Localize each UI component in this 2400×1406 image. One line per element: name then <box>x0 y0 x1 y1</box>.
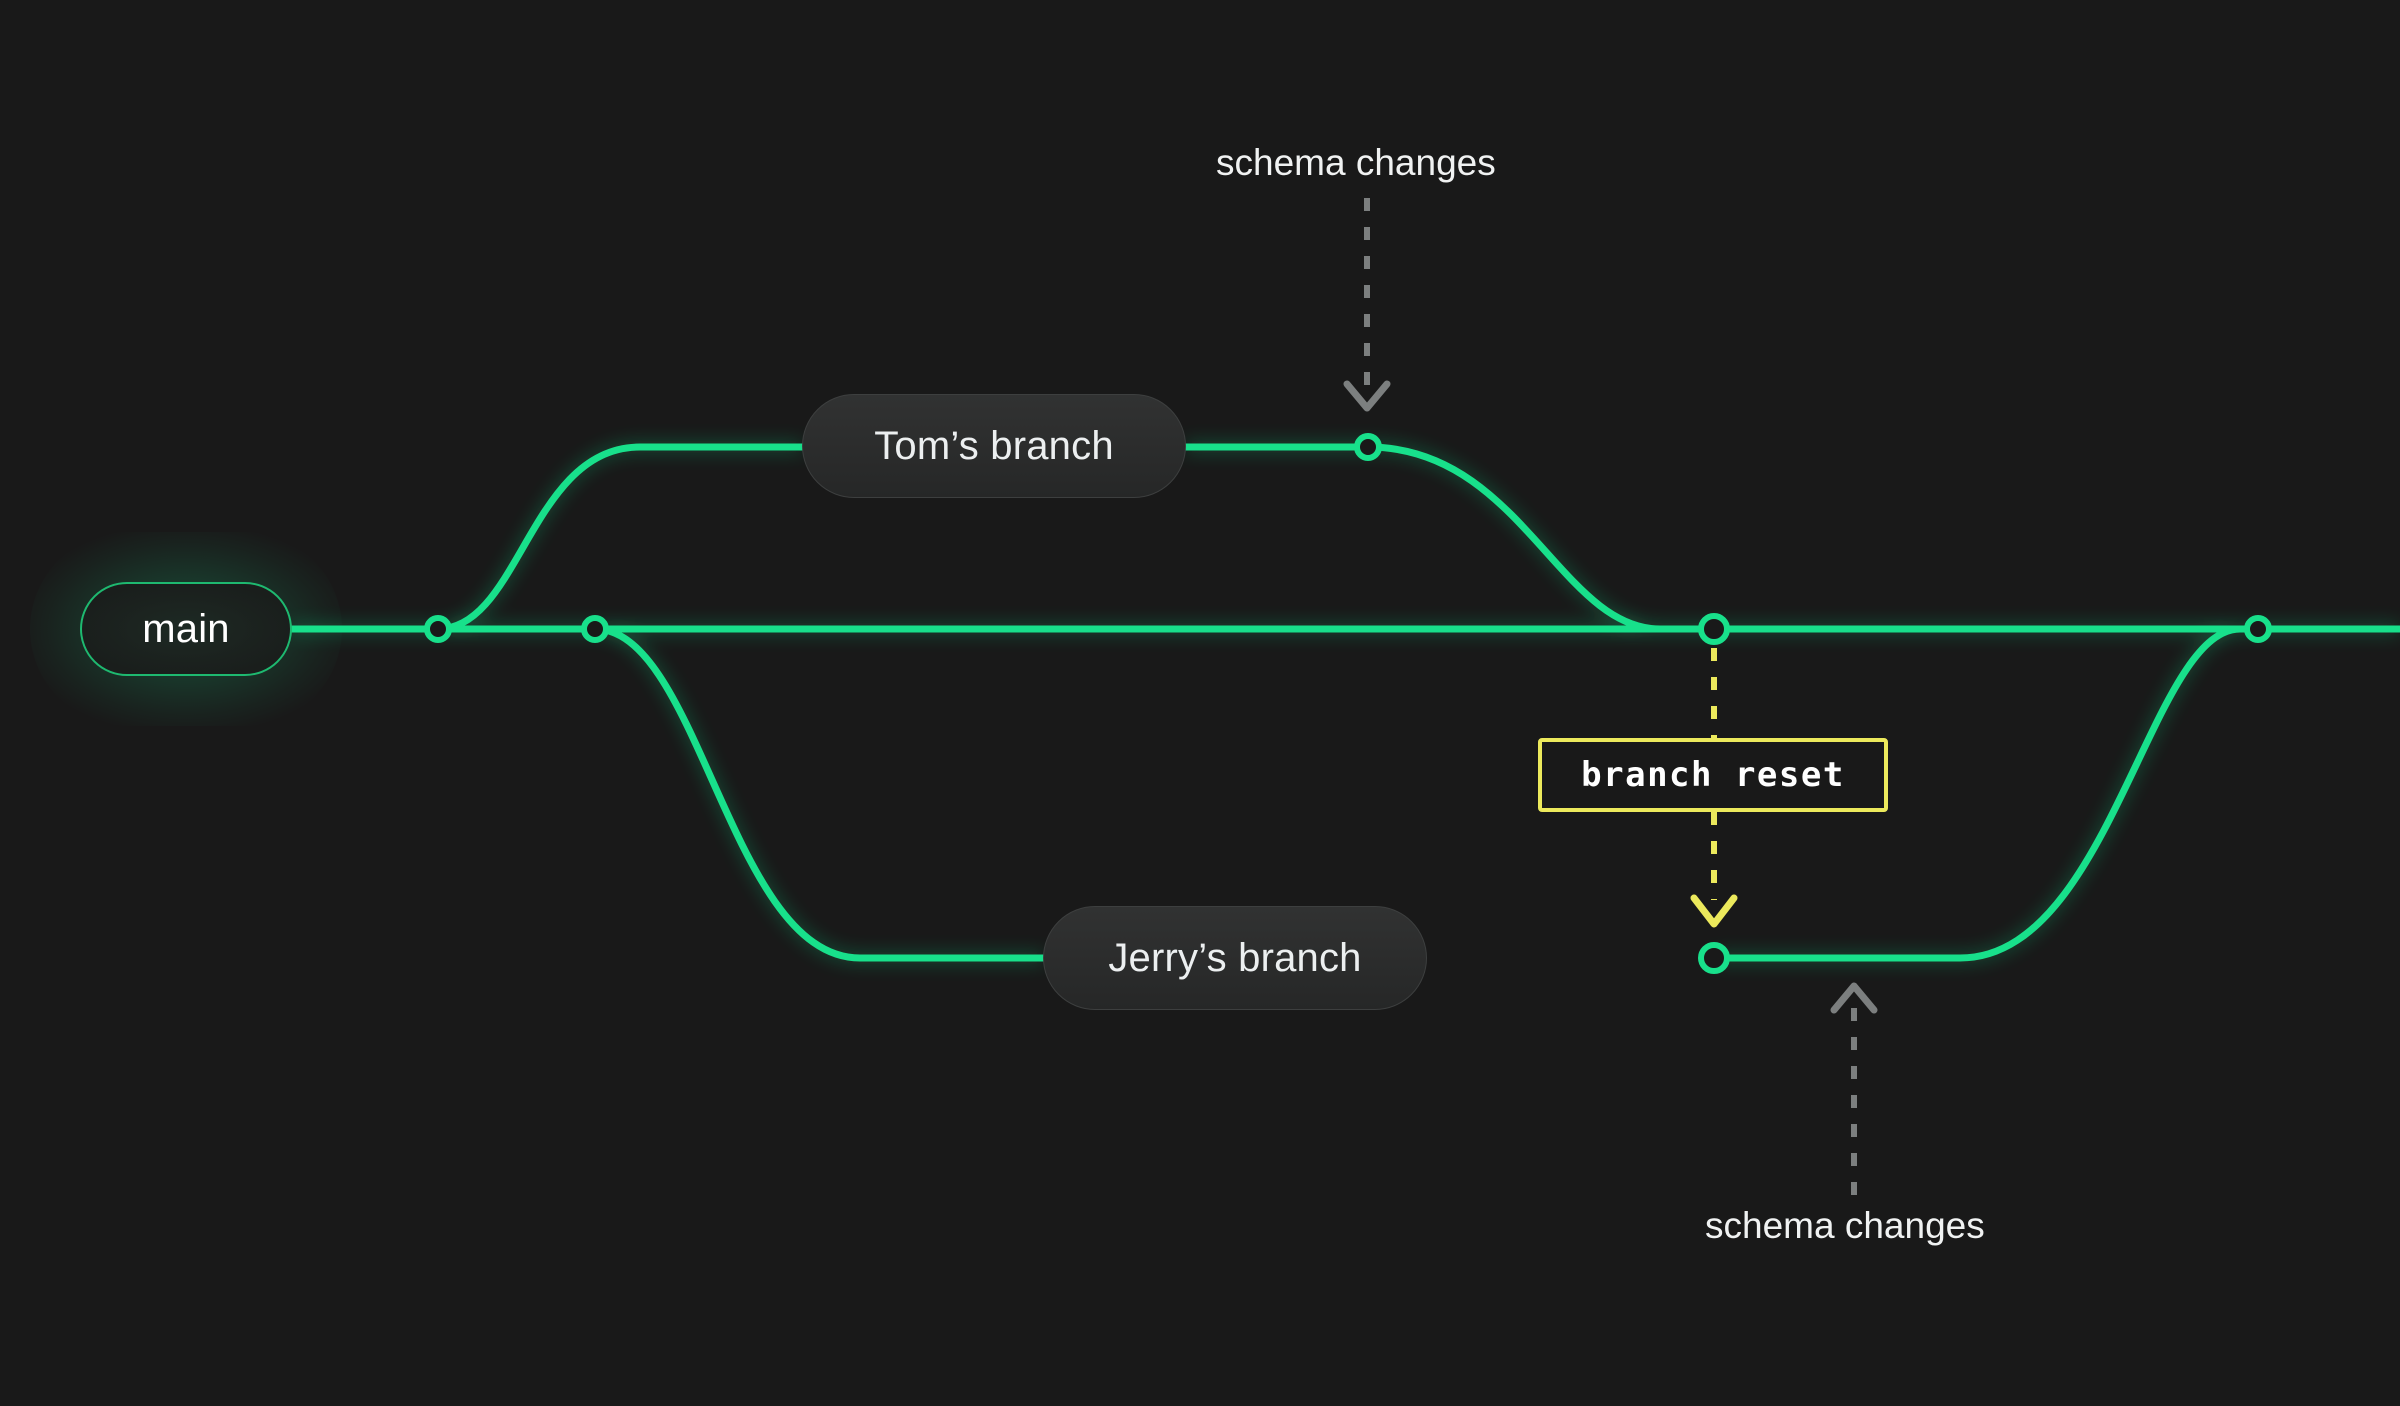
branch-pill-jerry-label: Jerry’s branch <box>1108 935 1362 980</box>
branch-pill-tom-label: Tom’s branch <box>874 423 1114 468</box>
commit-nodes <box>424 433 2272 974</box>
graph-glow-layer <box>292 443 2400 962</box>
branch-reset-arrow <box>1690 648 1738 928</box>
branch-reset-callout[interactable]: branch reset <box>1538 738 1888 812</box>
commit-node-tom-schema[interactable] <box>1354 433 1382 461</box>
annotation-schema-changes-bottom: schema changes <box>1705 1205 1985 1246</box>
tom-branch-line-merge <box>1176 443 1718 633</box>
branch-pill-jerry[interactable]: Jerry’s branch <box>1043 906 1427 1010</box>
commit-node-main-merge-jerry[interactable] <box>2244 615 2272 643</box>
branch-pill-tom[interactable]: Tom’s branch <box>802 394 1186 498</box>
commit-node-main-2[interactable] <box>581 615 609 643</box>
jerry-branch-line-after-reset <box>1710 625 2262 962</box>
commit-node-main-merge-tom[interactable] <box>1698 613 1730 645</box>
schema-changes-top-arrow <box>1343 198 1391 412</box>
schema-changes-bottom-arrow <box>1830 982 1878 1195</box>
tom-branch-line-out <box>434 443 814 633</box>
annotation-schema-changes-top: schema changes <box>1216 142 1496 183</box>
commit-node-main-1[interactable] <box>424 615 452 643</box>
branch-reset-callout-label: branch reset <box>1581 755 1845 795</box>
jerry-branch-line-out <box>591 625 1054 962</box>
branch-pill-main-label: main <box>142 606 230 651</box>
branch-pill-main[interactable]: main <box>80 582 292 676</box>
commit-node-jerry-reset[interactable] <box>1698 942 1730 974</box>
